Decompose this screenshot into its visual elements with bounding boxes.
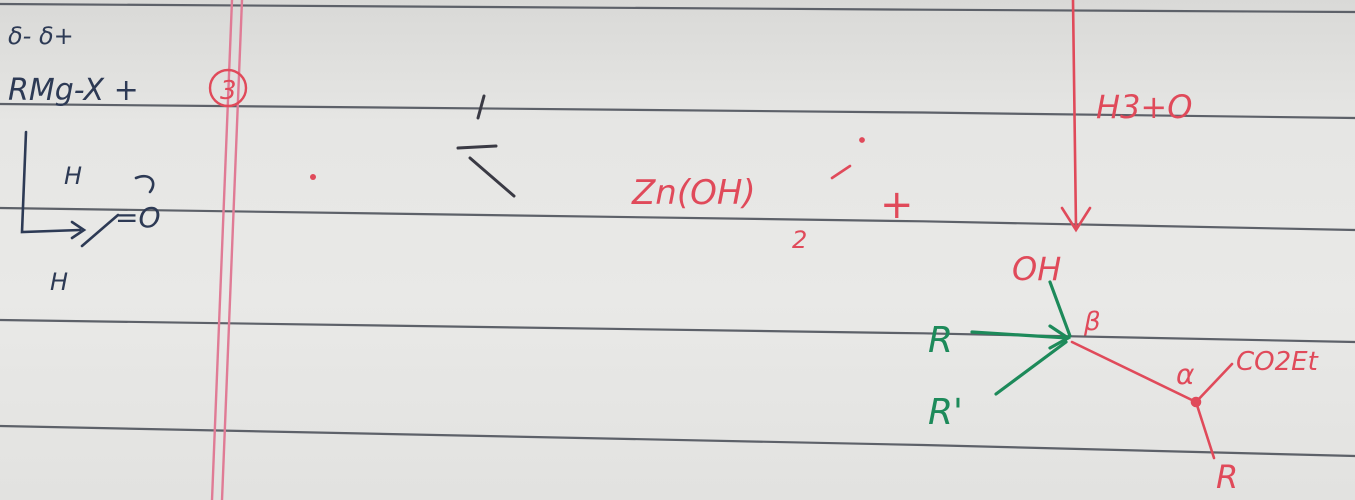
green-bonds — [970, 280, 1072, 396]
down-arrow-shaft — [1071, 0, 1078, 230]
middle-marks — [830, 137, 865, 180]
r-prime-bond — [994, 340, 1068, 396]
step-marker: 3 — [208, 68, 248, 108]
ruled-line — [0, 206, 1355, 232]
ruled-line — [0, 318, 1355, 344]
grignard-reagent-label: RMg-X + — [8, 73, 139, 108]
r-label: R — [928, 320, 953, 361]
margin-line — [210, 0, 244, 500]
plus-sign: + — [880, 182, 914, 228]
carbonyl-label: =O — [115, 201, 161, 234]
charges-label: δ- δ+ — [8, 22, 74, 50]
ruled-line — [0, 424, 1355, 458]
oh-bond — [1048, 280, 1072, 338]
r-bottom-label: R — [1216, 458, 1238, 496]
left-reaction-strokes — [20, 130, 155, 248]
ruled-line — [0, 2, 1355, 14]
step-number: 3 — [220, 76, 237, 106]
r-bond-arrow-icon — [1048, 324, 1072, 350]
alpha-label: α — [1176, 358, 1195, 391]
acid-reagent-label: H3+O — [1096, 88, 1192, 126]
ruled-line — [0, 102, 1355, 120]
alpha-ester-bond — [1194, 362, 1234, 404]
alpha-r-bond — [1194, 400, 1216, 460]
arrow-head-icon — [70, 220, 87, 240]
left-reaction: δ- δ+ RMg-X + H =O H — [8, 22, 161, 296]
r-prime-label: R' — [928, 392, 963, 433]
oh-label: OH — [1012, 250, 1061, 288]
middle-products: Zn(OH) 2 + — [631, 173, 914, 254]
acid-workup-arrow — [1060, 0, 1092, 233]
down-arrow-head-icon — [1060, 206, 1092, 233]
h-top-label: H — [64, 162, 82, 190]
r-bond — [970, 330, 1070, 340]
red-bonds — [1070, 340, 1234, 460]
stray-marks — [310, 94, 516, 198]
curly-arrow-icon — [134, 174, 155, 194]
step-circle — [208, 68, 248, 108]
red-dot — [310, 174, 316, 180]
zinc-hydroxide-label: Zn(OH) — [631, 173, 756, 213]
bond-line — [80, 213, 120, 248]
ruled-lines — [0, 2, 1355, 458]
beta-label: β — [1083, 307, 1101, 337]
zinc-subscript: 2 — [792, 226, 807, 254]
beta-alpha-bond — [1070, 340, 1198, 404]
product-labels: OH β α CO2Et R R R' — [928, 250, 1319, 496]
small-arrow-sketch-icon — [456, 94, 516, 198]
ester-label: CO2Et — [1236, 347, 1319, 377]
h-bottom-label: H — [50, 268, 68, 296]
hook-arrow — [20, 130, 82, 234]
alpha-carbon-dot — [1190, 396, 1202, 408]
